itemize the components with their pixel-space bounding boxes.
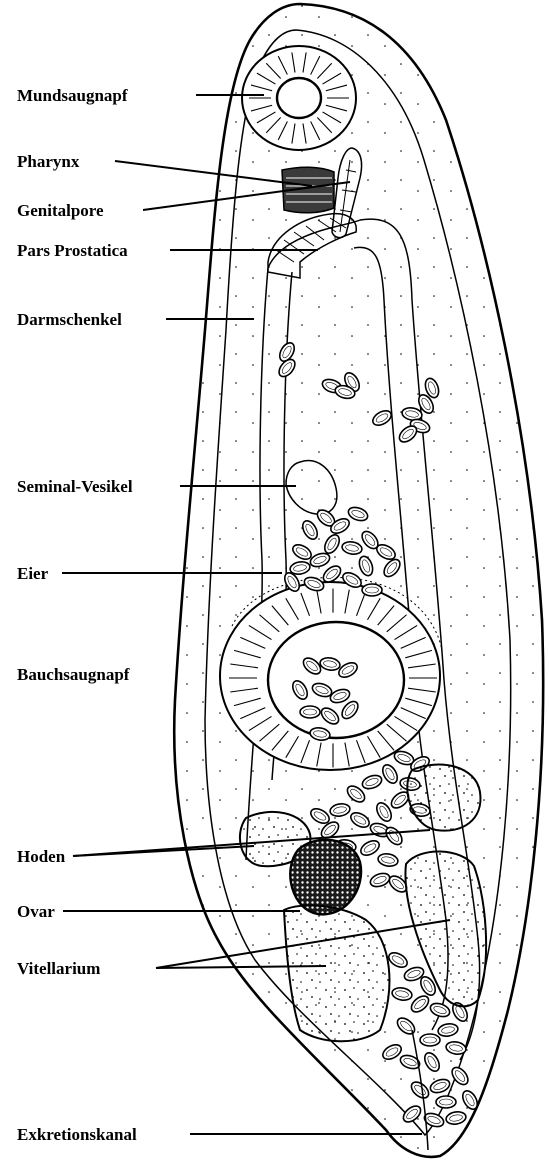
label-exkretionskanal: Exkretionskanal	[17, 1125, 137, 1144]
oral-sucker	[242, 46, 356, 150]
label-pharynx: Pharynx	[17, 152, 80, 171]
egg	[300, 706, 320, 718]
label-mundsaugnapf: Mundsaugnapf	[17, 86, 128, 105]
label-pars-prostatica: Pars Prostatica	[17, 241, 128, 260]
label-eier: Eier	[17, 564, 49, 583]
label-seminal-vesikel: Seminal-Vesikel	[17, 477, 133, 496]
label-genitalpore: Genitalpore	[17, 201, 104, 220]
label-ovar: Ovar	[17, 902, 55, 921]
labels: Mundsaugnapf Pharynx Genitalpore Pars Pr…	[17, 86, 137, 1144]
label-hoden: Hoden	[17, 847, 66, 866]
label-vitellarium: Vitellarium	[17, 959, 100, 978]
label-bauchsaugnapf: Bauchsaugnapf	[17, 665, 130, 684]
egg	[362, 584, 382, 596]
egg	[436, 1096, 456, 1108]
egg	[420, 1034, 440, 1046]
label-darmschenkel: Darmschenkel	[17, 310, 122, 329]
